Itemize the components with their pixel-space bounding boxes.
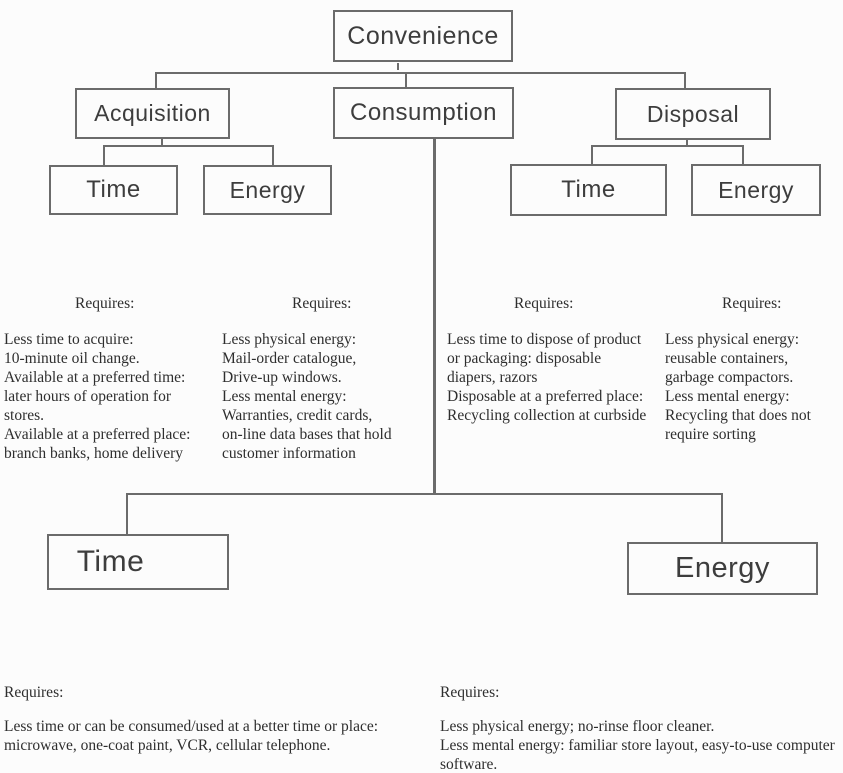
node-acquisition: Acquisition: [75, 88, 230, 139]
node-consumption-energy: Energy: [627, 542, 818, 595]
connector-acquisition-time-drop: [103, 147, 105, 165]
connector-disposal-stub: [686, 140, 688, 146]
connector-root-tick: [397, 63, 399, 70]
connector-acquisition-drop: [155, 74, 157, 88]
connector-acquisition-horizontal: [103, 145, 274, 147]
requires-heading-disposal-time: Requires:: [514, 295, 574, 312]
node-disposal: Disposal: [615, 88, 771, 140]
requires-body-disposal-time: Less time to dispose of product or packa…: [447, 331, 647, 424]
connector-disposal-time-drop: [591, 147, 593, 164]
requires-body-acquisition-energy: Less physical energy: Mail-order catalog…: [222, 331, 392, 462]
requires-heading-acquisition-energy: Requires:: [292, 295, 352, 312]
node-disposal-energy: Energy: [691, 164, 821, 216]
node-consumption: Consumption: [333, 87, 514, 139]
requires-body-consumption-time: Less time or can be consumed/used at a b…: [4, 718, 379, 754]
connector-disposal-energy-drop: [742, 147, 744, 164]
connector-lower-horizontal: [126, 493, 723, 495]
requires-body-consumption-energy: Less physical energy; no-rinse floor cle…: [440, 718, 835, 773]
connector-consumption-time-drop: [126, 495, 128, 534]
requires-body-acquisition-time: Less time to acquire: 10-minute oil chan…: [4, 331, 191, 462]
node-disposal-time: Time: [510, 164, 667, 216]
requires-heading-acquisition-time: Requires:: [75, 295, 135, 312]
requires-heading-disposal-energy: Requires:: [722, 295, 782, 312]
node-acquisition-time: Time: [49, 165, 178, 215]
connector-acquisition-stub: [161, 139, 163, 146]
connector-disposal-drop: [684, 74, 686, 88]
connector-consumption-energy-drop: [721, 495, 723, 542]
node-acquisition-energy: Energy: [203, 165, 332, 215]
connector-top-horizontal: [155, 72, 686, 74]
requires-heading-consumption-energy: Requires:: [440, 684, 500, 701]
connector-acquisition-energy-drop: [272, 147, 274, 165]
requires-heading-consumption-time: Requires:: [4, 684, 64, 701]
node-convenience: Convenience: [333, 10, 513, 62]
connector-consumption-drop: [405, 74, 407, 87]
node-consumption-time: Time: [47, 534, 229, 590]
requires-body-disposal-energy: Less physical energy: reusable container…: [665, 331, 811, 443]
connector-consumption-vertical: [433, 139, 436, 494]
connector-disposal-horizontal: [591, 145, 744, 147]
